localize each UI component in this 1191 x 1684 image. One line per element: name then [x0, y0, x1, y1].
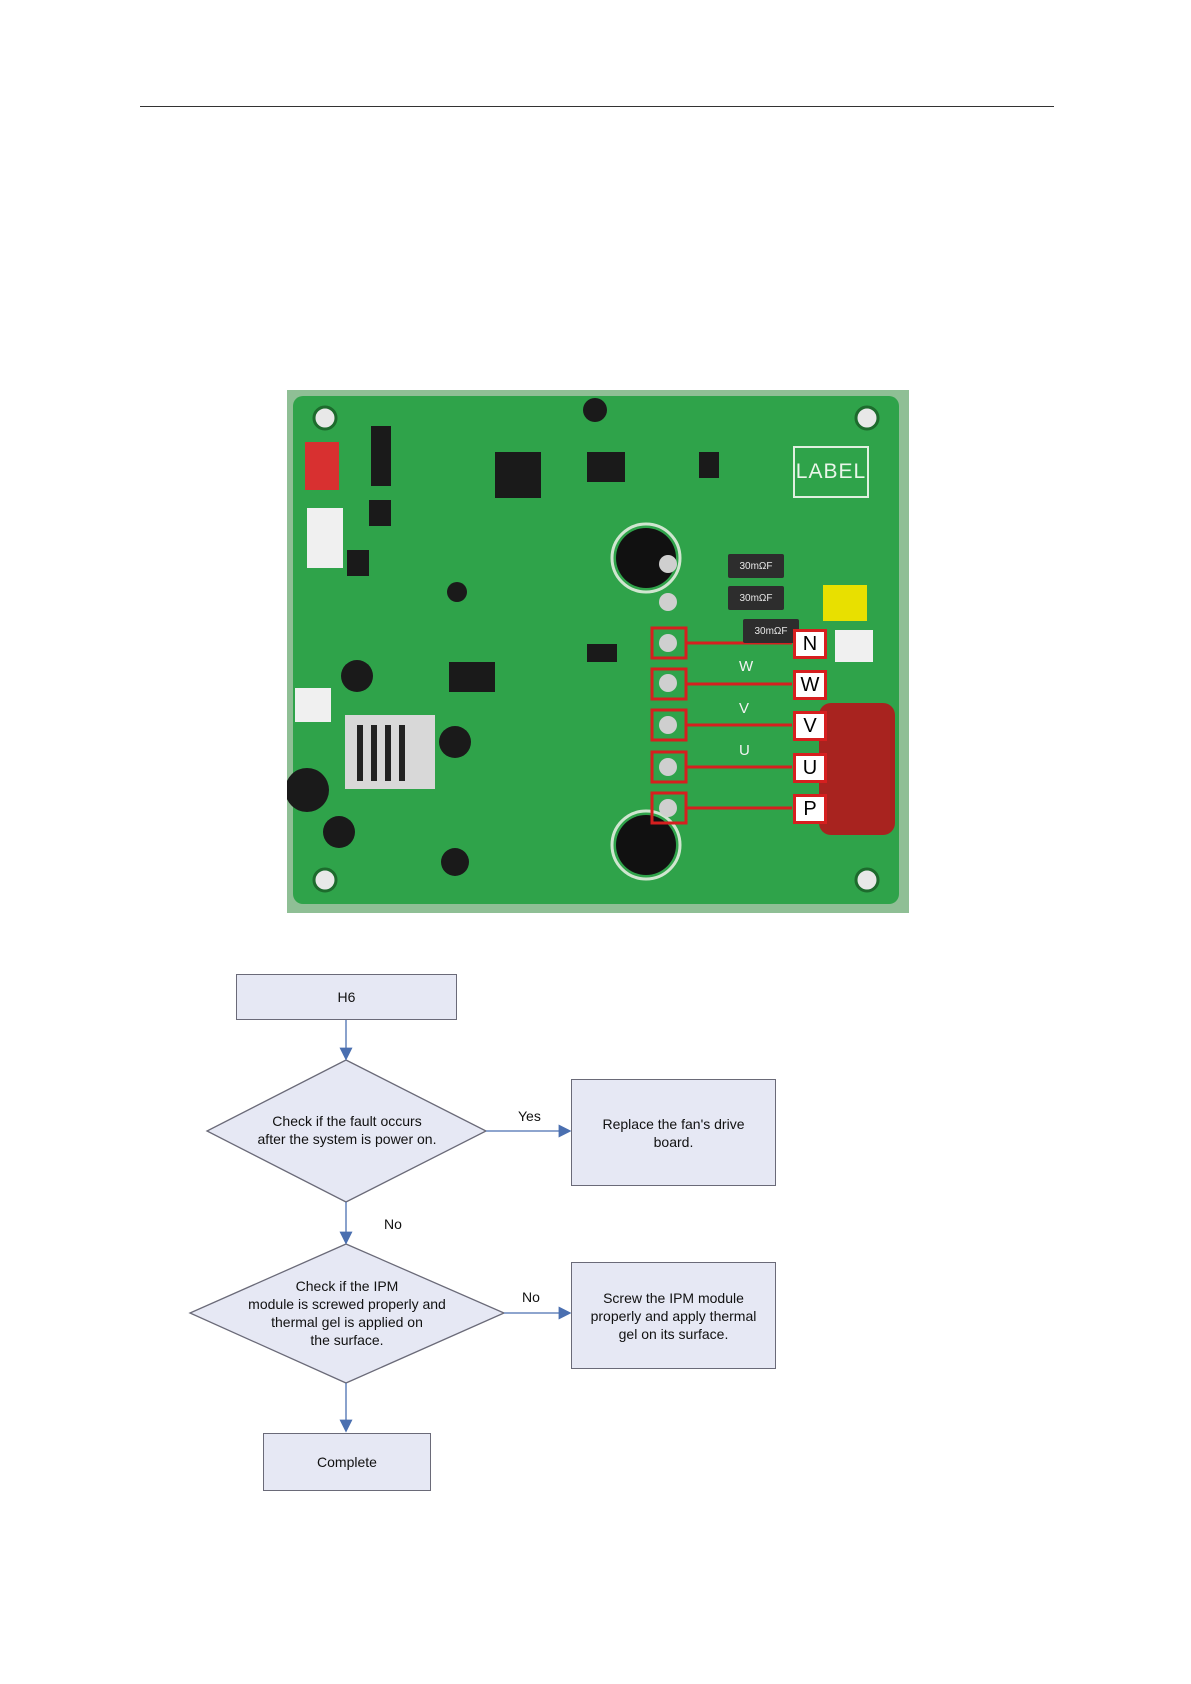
phase-label-w: W: [739, 658, 754, 675]
flow-end-node: Complete: [263, 1433, 431, 1491]
shunt-resistor-2: 30mΩF: [728, 586, 784, 610]
decision1-yes-label: Yes: [518, 1108, 541, 1124]
flow-start-node: H6: [236, 974, 457, 1020]
shunt-resistor-3: 30mΩF: [743, 619, 799, 643]
phase-label-u: U: [739, 742, 750, 759]
terminal-tag-v: V: [793, 711, 827, 741]
screw-ipm-module-node: Screw the IPM module properly and apply …: [571, 1262, 776, 1369]
decision2-no-label: No: [522, 1289, 540, 1305]
shunt-resistor-1: 30mΩF: [728, 554, 784, 578]
decision1-text: Check if the fault occurs after the syst…: [257, 1113, 437, 1147]
header-rule: [140, 106, 1054, 107]
terminal-tag-u: U: [793, 753, 827, 783]
phase-label-v: V: [739, 700, 750, 717]
terminal-tag-n: N: [793, 629, 827, 659]
terminal-tag-p: P: [793, 794, 827, 824]
replace-drive-board-node: Replace the fan's drive board.: [571, 1079, 776, 1186]
terminal-tag-w: W: [793, 670, 827, 700]
decision2-text: Check if the IPM module is screwed prope…: [248, 1278, 446, 1348]
pcb-photo: LABEL 30mΩF 30mΩF 30mΩF W V U N W V U P: [287, 390, 909, 913]
pcb-label-box: LABEL: [793, 446, 869, 498]
decision1-no-label: No: [384, 1216, 402, 1232]
